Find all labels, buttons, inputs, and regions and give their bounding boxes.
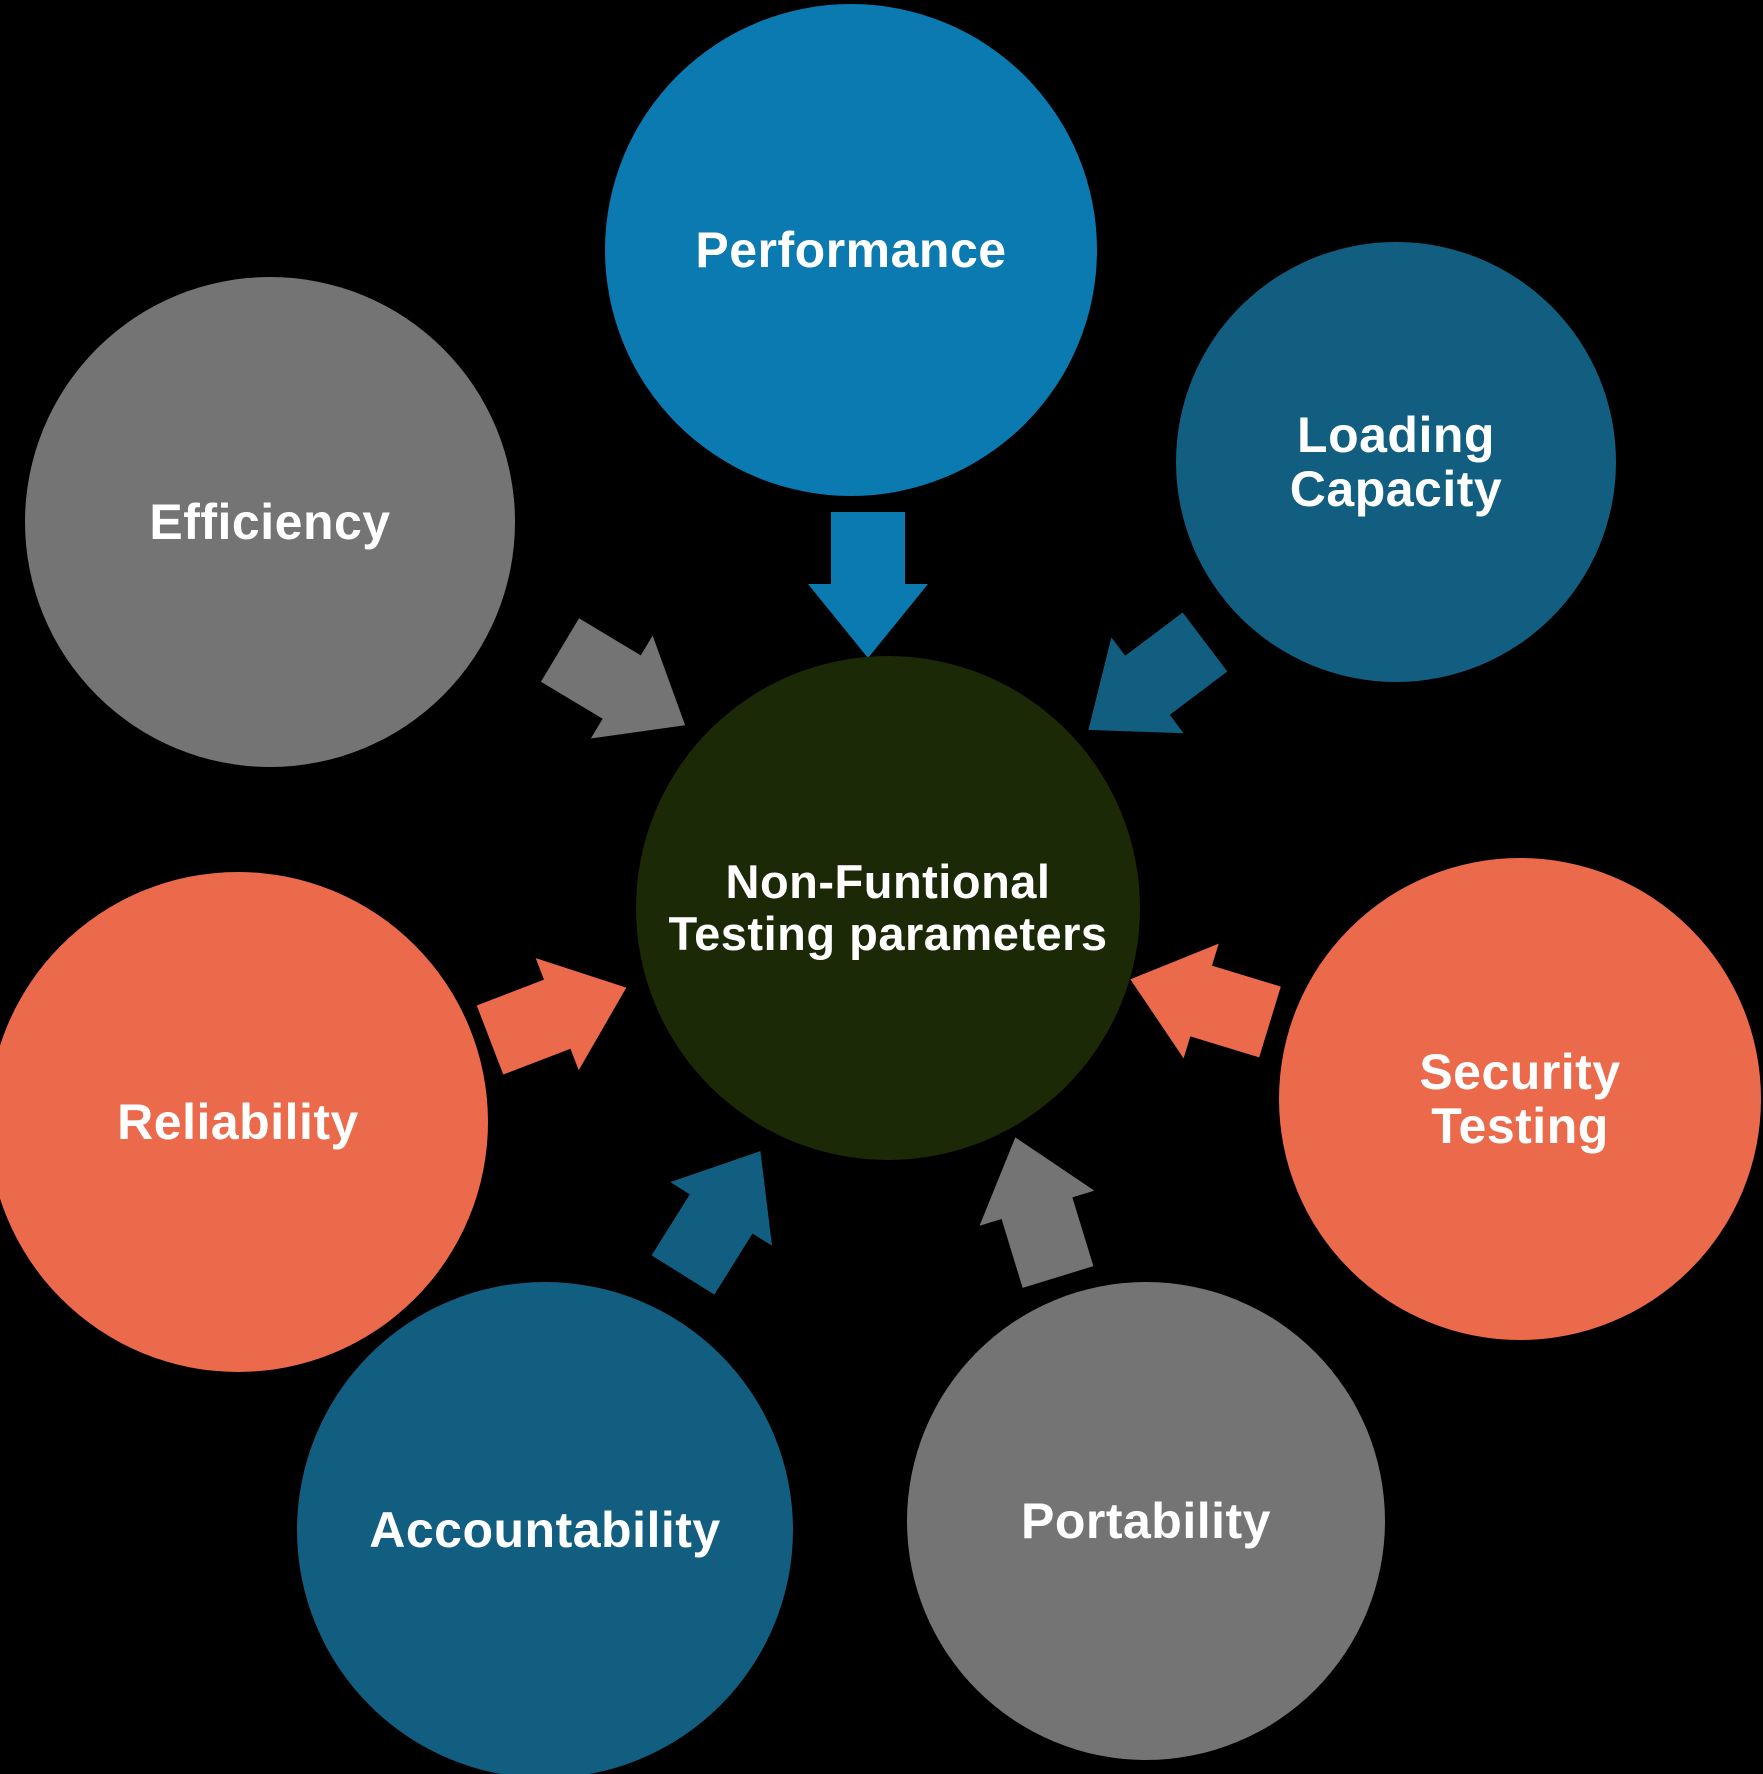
arrow-efficiency-to-center bbox=[540, 618, 686, 739]
node-accountability: Accountability bbox=[297, 1282, 793, 1774]
arrow-loading-capacity-to-center bbox=[1088, 612, 1228, 734]
node-center: Non-Funtional Testing parameters bbox=[636, 656, 1140, 1160]
arrow-security-testing-to-center bbox=[1130, 943, 1281, 1059]
node-center-label: Non-Funtional Testing parameters bbox=[668, 855, 1108, 960]
node-portability: Portability bbox=[907, 1282, 1385, 1760]
node-efficiency-label: Efficiency bbox=[149, 494, 391, 550]
node-performance: Performance bbox=[605, 4, 1097, 496]
arrow-accountability-to-center bbox=[651, 1151, 773, 1295]
node-reliability: Reliability bbox=[0, 872, 488, 1372]
node-reliability-label: Reliability bbox=[117, 1094, 359, 1150]
node-security-testing-label: Security Testing bbox=[1419, 1044, 1621, 1154]
node-security-testing: Security Testing bbox=[1279, 858, 1761, 1340]
node-portability-label: Portability bbox=[1021, 1493, 1271, 1549]
node-loading-capacity-label: Loading Capacity bbox=[1289, 407, 1503, 517]
node-efficiency: Efficiency bbox=[25, 277, 515, 767]
arrow-performance-to-center bbox=[808, 512, 928, 658]
arrow-portability-to-center bbox=[979, 1137, 1095, 1288]
arrow-reliability-to-center bbox=[476, 958, 627, 1075]
node-performance-label: Performance bbox=[695, 222, 1007, 278]
node-loading-capacity: Loading Capacity bbox=[1176, 242, 1616, 682]
node-accountability-label: Accountability bbox=[369, 1502, 721, 1558]
